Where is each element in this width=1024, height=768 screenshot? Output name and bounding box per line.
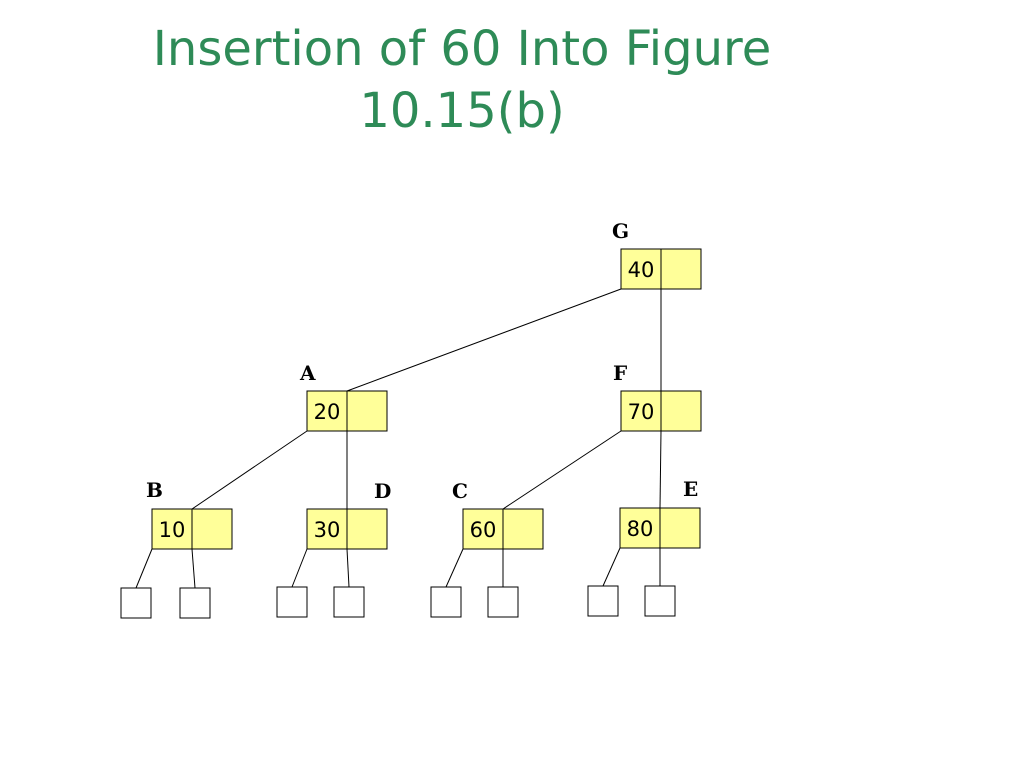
node-key-cell [306,390,348,432]
node-pointer-cell [660,248,702,290]
edge-F-E [659,430,662,509]
node-key-value: 10 [159,518,186,542]
node-label: A [299,361,316,385]
node-pointer-cell [659,507,701,549]
tree-node-e: 80 E [619,477,701,549]
slide-title-line-2: 10.15(b) [359,83,565,139]
external-node-b-0 [120,587,152,619]
node-key-value: 60 [470,518,497,542]
external-node-links [135,547,661,589]
node-label: F [613,361,627,385]
tree-node-g: 40 G [612,219,702,290]
external-node-e-1 [644,585,676,617]
node-key-value: 80 [627,517,654,541]
node-key-value: 70 [628,400,655,424]
tree-node-f: 70F [613,361,702,432]
node-key-cell [620,390,662,432]
external-node-b-1 [179,587,211,619]
node-pointer-cell [346,508,388,550]
external-nodes [120,585,676,619]
edge-F-C [502,430,622,510]
node-key-cell [306,508,348,550]
edge-A-B [191,430,308,510]
node-pointer-cell [660,390,702,432]
tree-node-d: 30 D [306,479,391,550]
external-node-c-1 [487,586,519,618]
slide-title: Insertion of 60 Into Figure 10.15(b) [62,18,862,142]
external-link-d-0 [291,548,308,588]
node-key-value: 20 [314,400,341,424]
node-key-cell [462,508,504,550]
external-link-c-0 [445,548,464,588]
node-pointer-cell [346,390,388,432]
tree-node-a: 20 A [299,361,388,432]
node-label: B [146,478,163,502]
node-key-value: 40 [628,258,655,282]
node-pointer-cell [502,508,544,550]
node-pointer-cell [191,508,233,550]
external-link-e-0 [602,547,621,587]
slide-title-line-1: Insertion of 60 Into Figure [152,21,772,77]
tree-node-b: 10 B [146,478,233,550]
node-key-cell [151,508,193,550]
tree-nodes: 40 G 20 A 70F 10 B 30 D 60C 80 E [146,219,702,550]
tree-edges [191,288,662,510]
external-node-d-0 [276,586,308,618]
node-label: G [612,219,629,243]
external-node-c-0 [430,586,462,618]
node-label: E [683,477,698,501]
node-key-cell [619,507,661,549]
tree-node-c: 60C [452,479,544,550]
edge-G-A [346,288,622,392]
node-key-value: 30 [314,518,341,542]
external-link-d-1 [346,548,350,588]
node-label: C [452,479,468,503]
external-node-e-0 [587,585,619,617]
external-link-b-1 [191,548,196,589]
external-link-b-0 [135,548,153,589]
external-node-d-1 [333,586,365,618]
node-label: D [374,479,391,503]
